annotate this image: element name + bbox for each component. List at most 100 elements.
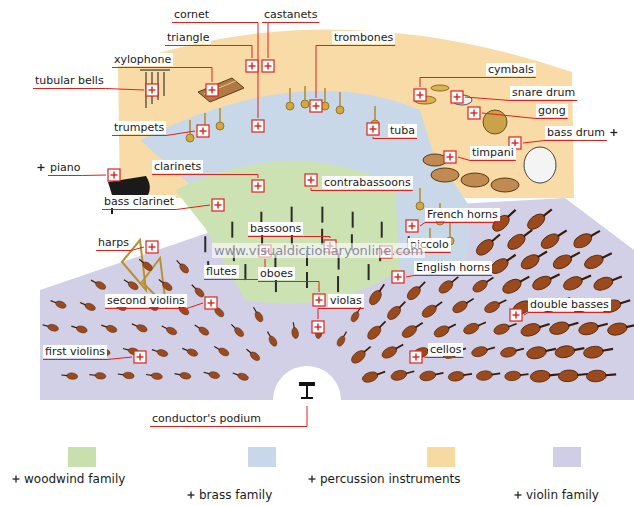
marker-icon <box>212 199 224 211</box>
string-instrument <box>562 270 594 292</box>
leader-line <box>311 188 322 191</box>
leader-line <box>33 88 106 89</box>
brass-instrument <box>216 108 224 130</box>
leader-line <box>166 131 195 136</box>
string-instrument <box>203 369 221 379</box>
string-instrument <box>582 248 614 271</box>
string-instrument <box>89 371 106 379</box>
string-instrument <box>367 282 388 307</box>
string-instrument <box>586 369 617 383</box>
part-name: violas <box>328 294 364 307</box>
string-instrument <box>365 318 388 341</box>
marker-icon <box>205 297 217 309</box>
string-instrument <box>49 298 67 310</box>
legend-swatch <box>427 447 455 467</box>
leader-line <box>528 312 611 313</box>
leader-line <box>112 67 173 68</box>
part-name: tuba <box>388 124 417 137</box>
string-instrument <box>361 367 387 384</box>
string-instrument <box>525 205 556 232</box>
xylophone <box>198 78 244 102</box>
leader-line <box>420 78 486 88</box>
string-instrument <box>437 273 461 295</box>
woodwind-instrument <box>381 222 383 238</box>
part-name: bassoons <box>248 222 303 235</box>
string-instrument <box>519 318 551 338</box>
leader-line <box>48 175 82 176</box>
percussion-set <box>414 85 556 192</box>
string-instrument <box>500 344 525 359</box>
string-instrument <box>492 319 518 336</box>
part-name: tubular bells <box>33 74 106 87</box>
woodwind-instrument <box>352 212 354 228</box>
brass-instrument <box>336 92 344 114</box>
marker-icon <box>451 91 463 103</box>
marker-icon <box>392 271 404 283</box>
leader-line <box>131 247 144 251</box>
part-name: cornet <box>172 8 211 21</box>
string-instrument <box>432 320 458 339</box>
leader-line <box>414 275 492 276</box>
string-instrument <box>519 247 550 272</box>
woodwind-instrument <box>291 207 293 223</box>
string-instrument <box>448 369 473 382</box>
leader-line <box>420 223 425 227</box>
leader-line <box>482 113 536 119</box>
string-instrument <box>174 258 190 274</box>
leader-line <box>428 357 463 358</box>
string-instrument <box>244 347 261 363</box>
part-name: trumpets <box>112 121 166 134</box>
leader-line <box>262 22 319 23</box>
marker-icon <box>444 151 456 163</box>
string-instrument <box>419 368 444 382</box>
string-instrument <box>420 298 445 320</box>
string-instrument <box>137 257 154 273</box>
string-instrument <box>577 318 609 336</box>
part-name: piano <box>48 161 82 174</box>
string-instrument <box>530 269 562 293</box>
leader-line <box>173 68 212 83</box>
part-name: oboes <box>258 267 295 280</box>
marker-icon <box>206 84 218 96</box>
string-instrument <box>265 330 279 347</box>
string-instrument <box>606 319 634 337</box>
leader-line <box>150 426 263 427</box>
string-instrument <box>583 343 614 359</box>
leader-line <box>545 140 607 141</box>
leader-line <box>303 237 330 239</box>
marker-icon <box>262 60 274 72</box>
leader-line <box>318 309 328 320</box>
tubular-bells <box>140 70 170 108</box>
leader-line <box>406 276 414 278</box>
part-name: flutes <box>204 265 239 278</box>
marker-icon <box>406 220 418 232</box>
marker-icon <box>146 241 158 253</box>
legend-swatch <box>553 447 581 467</box>
marker-icon <box>410 351 422 363</box>
leader-line <box>106 89 144 91</box>
marker-icon <box>313 294 325 306</box>
woodwind-instrument <box>321 207 323 223</box>
leader-line <box>373 137 388 139</box>
leader-line <box>172 22 211 23</box>
string-instrument <box>488 250 519 276</box>
brass-instrument <box>286 88 294 110</box>
leader-line <box>332 45 395 46</box>
legend-text: violin family <box>526 488 599 502</box>
string-instrument <box>471 343 497 358</box>
leader-line <box>322 190 413 191</box>
woodwind-instrument <box>368 264 370 280</box>
part-name: conductor's podium <box>150 412 263 425</box>
marker-icon <box>197 125 209 137</box>
string-instrument <box>539 226 570 252</box>
legend-swatch <box>248 447 276 467</box>
leader-line <box>523 141 545 144</box>
part-name: contrabassoons <box>322 176 413 189</box>
string-instrument <box>548 317 580 336</box>
leader-line <box>83 175 107 177</box>
podium-stand <box>299 382 315 386</box>
marker-icon <box>468 107 480 119</box>
string-instrument <box>400 319 425 340</box>
string-instrument <box>117 371 134 380</box>
